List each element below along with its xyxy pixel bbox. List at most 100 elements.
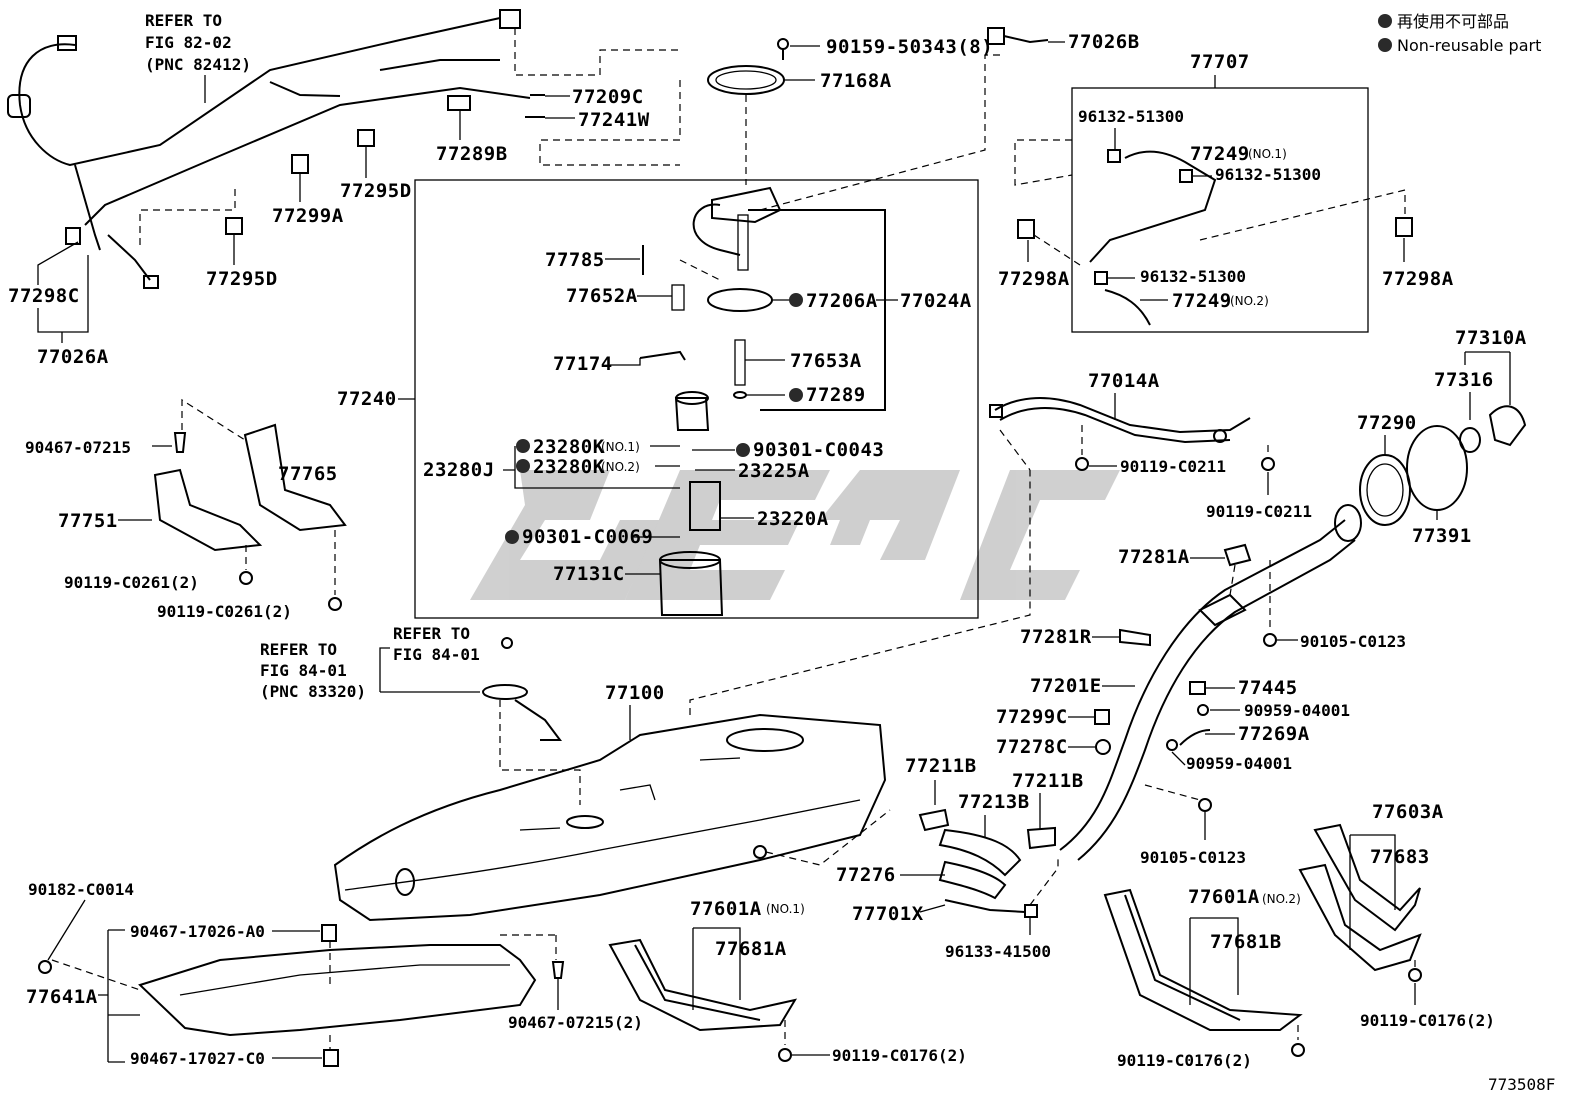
svg-text:REFER TO: REFER TO <box>145 11 222 30</box>
label-77024A: 77024A <box>900 290 972 312</box>
clip-77298A-left: 77298A <box>998 219 1081 290</box>
svg-text:23280J: 23280J <box>423 459 495 481</box>
svg-text:(NO.2): (NO.2) <box>1230 294 1269 308</box>
svg-text:77701X: 77701X <box>852 903 924 925</box>
label-77299A: 77299A <box>272 205 344 227</box>
band-77601A-no2: 77601A (NO.2) 77681B 90119-C0176(2) <box>1103 886 1305 1070</box>
svg-text:90119-C0176(2): 90119-C0176(2) <box>1117 1051 1252 1070</box>
protector-77641A: 90182-C0014 77641A 90467-17026-A0 90467-… <box>26 880 643 1068</box>
svg-text:77641A: 77641A <box>26 986 98 1008</box>
svg-text:77206A: 77206A <box>806 290 878 312</box>
svg-text:77653A: 77653A <box>790 350 862 372</box>
svg-text:77281R: 77281R <box>1020 626 1092 648</box>
bracket-group-77751: 90467-07215 77765 77751 90119-C0261(2) 9… <box>25 398 347 621</box>
svg-text:90467-17026-A0: 90467-17026-A0 <box>130 922 265 941</box>
svg-text:77683: 77683 <box>1370 846 1430 868</box>
svg-text:77751: 77751 <box>58 510 118 532</box>
svg-text:90301-C0069: 90301-C0069 <box>522 526 653 548</box>
fuel-tank: 77100 <box>333 470 1031 922</box>
label-77209C: 77209C <box>572 86 644 108</box>
svg-text:(NO.1): (NO.1) <box>601 440 640 454</box>
svg-text:90467-07215(2): 90467-07215(2) <box>508 1013 643 1032</box>
label-77026B: 77026B <box>1068 31 1140 53</box>
svg-text:77201E: 77201E <box>1030 675 1102 697</box>
legend-english: Non-reusable part <box>1397 36 1541 55</box>
legend: 再使用不可部品 Non-reusable part <box>1378 12 1541 55</box>
svg-text:90119-C0176(2): 90119-C0176(2) <box>1360 1011 1495 1030</box>
svg-text:23280K: 23280K <box>533 456 605 478</box>
band-77603A: 77603A 77683 90119-C0176(2) <box>1298 801 1495 1030</box>
svg-text:90119-C0261(2): 90119-C0261(2) <box>64 573 199 592</box>
svg-text:90467-07215: 90467-07215 <box>25 438 131 457</box>
label-77295D: 77295D <box>206 268 278 290</box>
svg-text:(PNC 82412): (PNC 82412) <box>145 55 251 74</box>
svg-text:90105-C0123: 90105-C0123 <box>1140 848 1246 867</box>
svg-text:90467-17027-C0: 90467-17027-C0 <box>130 1049 265 1068</box>
svg-text:96133-41500: 96133-41500 <box>945 942 1051 961</box>
svg-text:77391: 77391 <box>1412 525 1472 547</box>
filler-hoses-center: 77211B 77213B 77211B 77276 77701X 96133-… <box>836 755 1083 961</box>
filler-pipe: 77281A 77281R 77201E 90105-C0123 90105-C… <box>1020 504 1406 867</box>
svg-text:(NO.2): (NO.2) <box>601 460 640 474</box>
svg-text:90182-C0014: 90182-C0014 <box>28 880 134 899</box>
svg-text:90119-C0211: 90119-C0211 <box>1120 457 1226 476</box>
svg-text:77289: 77289 <box>806 384 866 406</box>
svg-text:90119-C0261(2): 90119-C0261(2) <box>157 602 292 621</box>
svg-text:90119-C0176(2): 90119-C0176(2) <box>832 1046 967 1065</box>
wire-harness-group <box>7 9 680 289</box>
svg-text:77276: 77276 <box>836 864 896 886</box>
label-77298C: 77298C <box>8 285 80 307</box>
label-77707: 77707 <box>1190 51 1250 73</box>
lock-ring-area: 90159-50343(8) 77168A <box>539 36 993 185</box>
svg-text:77652A: 77652A <box>566 285 638 307</box>
pump-module: 77206A 77024A 77653A 77289 <box>658 186 972 616</box>
svg-text:77269A: 77269A <box>1238 723 1310 745</box>
svg-text:23225A: 23225A <box>738 460 810 482</box>
svg-text:77213B: 77213B <box>958 791 1030 813</box>
svg-text:77290: 77290 <box>1357 412 1417 434</box>
svg-text:(NO.2): (NO.2) <box>1262 892 1301 906</box>
label-77241W: 77241W <box>578 109 650 131</box>
svg-text:77298A: 77298A <box>1382 268 1454 290</box>
non-reusable-marker-icon <box>1378 14 1392 28</box>
label-77168A: 77168A <box>820 70 892 92</box>
watermark-logo <box>470 470 1120 600</box>
svg-text:77310A: 77310A <box>1455 327 1527 349</box>
svg-text:77249: 77249 <box>1172 290 1232 312</box>
svg-text:REFER TO: REFER TO <box>393 624 470 643</box>
svg-text:77445: 77445 <box>1238 677 1298 699</box>
svg-text:90105-C0123: 90105-C0123 <box>1300 632 1406 651</box>
svg-text:FIG 84-01: FIG 84-01 <box>393 645 480 664</box>
svg-text:96132-51300: 96132-51300 <box>1215 165 1321 184</box>
svg-text:77211B: 77211B <box>905 755 977 777</box>
label-77100: 77100 <box>605 682 665 704</box>
svg-text:96132-51300: 96132-51300 <box>1140 267 1246 286</box>
svg-text:77278C: 77278C <box>996 736 1068 758</box>
refer-fig-82-02: REFER TO FIG 82-02 (PNC 82412) <box>145 11 251 103</box>
svg-text:23280K: 23280K <box>533 436 605 458</box>
svg-text:77601A: 77601A <box>690 898 762 920</box>
diagram-code: 773508F <box>1488 1075 1555 1094</box>
svg-text:77681A: 77681A <box>715 938 787 960</box>
svg-text:77765: 77765 <box>278 463 338 485</box>
label-77240: 77240 <box>337 388 397 410</box>
svg-text:90301-C0043: 90301-C0043 <box>753 439 884 461</box>
svg-text:77174: 77174 <box>553 353 613 375</box>
svg-text:77785: 77785 <box>545 249 605 271</box>
svg-text:(PNC 83320): (PNC 83320) <box>260 682 366 701</box>
svg-text:77601A: 77601A <box>1188 886 1260 908</box>
label-77289B: 77289B <box>436 143 508 165</box>
band-77601A-no1: 77601A (NO.1) 77681A 90119-C0176(2) <box>608 898 967 1065</box>
svg-text:77681B: 77681B <box>1210 931 1282 953</box>
svg-text:77316: 77316 <box>1434 369 1494 391</box>
svg-text:77299C: 77299C <box>996 706 1068 728</box>
svg-text:77603A: 77603A <box>1372 801 1444 823</box>
svg-text:77298A: 77298A <box>998 268 1070 290</box>
svg-text:90959-04001: 90959-04001 <box>1186 754 1292 773</box>
svg-text:77249: 77249 <box>1190 143 1250 165</box>
legend-japanese: 再使用不可部品 <box>1397 12 1509 31</box>
assy-box-77707 <box>1071 87 1369 333</box>
small-parts-right: 77299C 77278C 77445 90959-04001 77269A 9… <box>996 677 1350 773</box>
label-90159-50343: 90159-50343(8) <box>826 36 993 58</box>
fuel-cap-group: 77310A 77316 77290 77391 <box>1357 327 1527 547</box>
